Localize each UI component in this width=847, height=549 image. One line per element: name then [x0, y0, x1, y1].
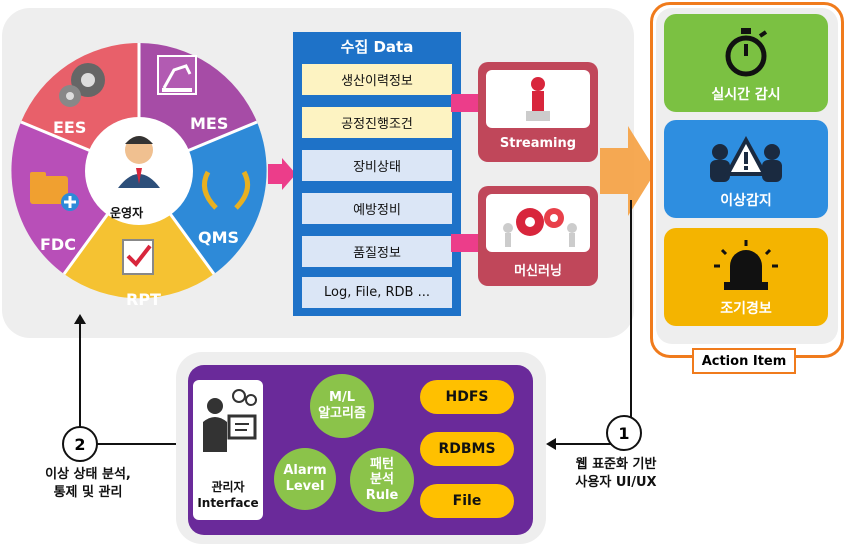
file-pill: File [420, 484, 514, 518]
streaming-panel: Streaming [478, 62, 598, 162]
action-item-tag: Action Item [692, 348, 796, 374]
system-wheel [11, 43, 267, 299]
gears-icon [59, 63, 105, 107]
step-two-badge: 2 [62, 426, 98, 462]
admin-label: 관리자 Interface [193, 480, 263, 511]
alarm-light-icon [714, 240, 778, 290]
mes-label: MES [190, 114, 229, 133]
data-item: 공정진행조건 [302, 107, 452, 138]
step-one-text: 웹 표준화 기반 사용자 UI/UX [575, 457, 657, 491]
admin-user-icon [203, 389, 257, 452]
collection-title: 수집 Data [340, 38, 414, 56]
warning-icon [710, 136, 782, 182]
checklist-icon [122, 239, 154, 275]
hdfs-pill: HDFS [420, 380, 514, 414]
action-card-realtime: 실시간 감시 [664, 14, 828, 112]
data-item: 장비상태 [302, 150, 452, 181]
operator-icon [118, 136, 160, 188]
data-item: 품질정보 [302, 236, 452, 267]
ml-image [486, 194, 590, 252]
alarm-level-circle: Alarm Level [274, 448, 336, 510]
admin-interface-box: 관리자 Interface [193, 380, 263, 520]
wheel-to-data-arrow [268, 158, 296, 190]
ml-panel: 머신러닝 [478, 186, 598, 286]
rpt-segment [64, 171, 214, 299]
action-card-anomaly: 이상감지 [664, 120, 828, 218]
action-label: 이상감지 [720, 193, 772, 209]
data-item: 생산이력정보 [302, 64, 452, 95]
data-item: 예방정비 [302, 193, 452, 224]
streaming-image [486, 70, 590, 128]
person-lifting-icon [526, 77, 550, 121]
qms-label: QMS [198, 228, 240, 247]
ml-label: 머신러닝 [514, 264, 562, 279]
laurel-icon [201, 170, 251, 210]
action-label: 조기경보 [720, 301, 772, 317]
streaming-label: Streaming [499, 136, 577, 151]
ml-algorithm-circle: M/L 알고리즘 [310, 374, 374, 438]
step-two-text: 이상 상태 분석, 통제 및 관리 [45, 467, 131, 501]
step-one-badge: 1 [606, 415, 642, 451]
ees-label: EES [53, 118, 87, 137]
fdc-label: FDC [40, 235, 76, 254]
rpt-label: RPT [126, 290, 161, 309]
gears-people-icon [503, 208, 577, 247]
admin-label-line2: Interface [197, 495, 259, 510]
to-actions-arrow [600, 126, 656, 216]
pattern-rule-circle: 패턴 분석 Rule [350, 448, 414, 512]
action-label: 실시간 감시 [711, 87, 781, 103]
robot-arm-icon [157, 55, 197, 95]
operator-label: 운영자 [110, 206, 144, 220]
admin-label-line1: 관리자 [211, 480, 245, 494]
rdbms-pill: RDBMS [420, 432, 514, 466]
data-item: Log, File, RDB ... [302, 277, 452, 308]
action-card-alert: 조기경보 [664, 228, 828, 326]
stopwatch-icon [725, 28, 768, 77]
folder-icon [30, 172, 79, 211]
